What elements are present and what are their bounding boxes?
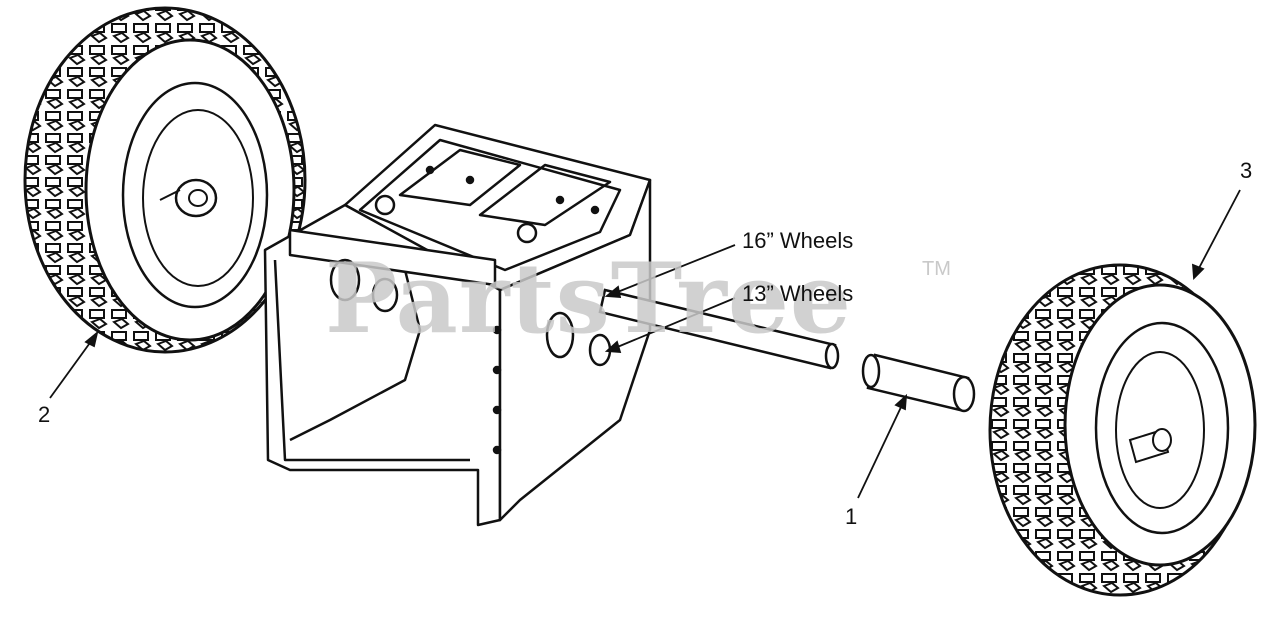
left-wheel xyxy=(23,6,307,354)
callout-part-3: 3 xyxy=(1240,158,1253,183)
trademark-mark: TM xyxy=(922,258,951,280)
watermark-logo: PartsTree xyxy=(325,242,852,355)
note-16-inch-wheels: 16” Wheels xyxy=(742,228,854,253)
callout-part-1: 1 xyxy=(845,504,858,529)
callout-part-2: 2 xyxy=(38,402,51,427)
frame-housing xyxy=(263,123,652,527)
axle-shaft xyxy=(598,288,840,370)
note-13-inch-wheels: 13” Wheels xyxy=(742,281,854,306)
right-wheel xyxy=(988,263,1257,597)
spacer-tube xyxy=(861,353,976,413)
leader-lines xyxy=(49,189,1241,499)
